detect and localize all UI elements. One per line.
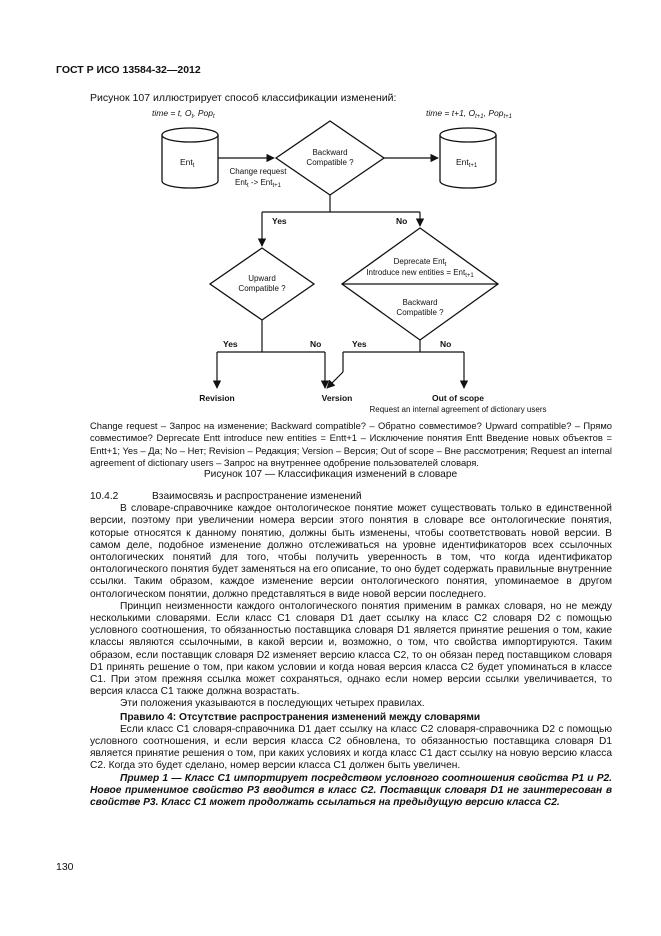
paragraph-2: Принцип неизменности каждого онтологичес… xyxy=(90,600,612,698)
svg-text:Deprecate Entt: Deprecate Entt xyxy=(394,257,447,268)
section-heading: 10.4.2 Взаимосвязь и распространение изм… xyxy=(90,491,612,503)
yes-label-backward: Yes xyxy=(352,339,367,349)
document-header: ГОСТ Р ИСО 13584-32—2012 xyxy=(56,64,201,76)
decision-upward-compatible: Upward Compatible ? xyxy=(208,247,316,321)
decision-backward-compatible: Backward Compatible ? xyxy=(274,120,386,196)
svg-text:Compatible ?: Compatible ? xyxy=(238,284,286,293)
no-label-upward: No xyxy=(310,339,321,349)
svg-text:Introduce new entities = Entt+: Introduce new entities = Entt+1 xyxy=(366,268,474,279)
page-number: 130 xyxy=(56,861,74,873)
svg-text:Upward: Upward xyxy=(248,274,276,283)
outcome-request-agreement: Request an internal agreement of diction… xyxy=(370,405,547,414)
figure-intro: Рисунок 107 иллюстрирует способ классифи… xyxy=(90,92,397,104)
change-request-label: Change request xyxy=(230,167,288,176)
yes-label-top: Yes xyxy=(272,216,287,226)
deprecate-and-decision: Deprecate Entt Introduce new entities = … xyxy=(340,227,500,341)
outcome-version: Version xyxy=(322,393,353,403)
figure-caption: Рисунок 107 — Классификация изменений в … xyxy=(203,469,458,480)
no-label-top: No xyxy=(396,216,407,226)
yes-label-upward: Yes xyxy=(223,339,238,349)
no-label-backward: No xyxy=(440,339,451,349)
section-number: 10.4.2 xyxy=(90,491,119,502)
change-request-transition: Entt -> Entt+1 xyxy=(235,178,282,189)
svg-text:Compatible ?: Compatible ? xyxy=(396,308,444,317)
body-text: 10.4.2 Взаимосвязь и распространение изм… xyxy=(90,491,612,809)
svg-text:Backward: Backward xyxy=(402,298,437,307)
time-label-right: time = t+1, Ot+1, Popt+1 xyxy=(426,108,512,120)
svg-text:Compatible ?: Compatible ? xyxy=(306,158,354,167)
paragraph-3: Эти положения указываются в последующих … xyxy=(120,698,425,710)
change-classification-diagram: time = t, Ot, Popt time = t+1, Ot+1, Pop… xyxy=(152,108,547,414)
outcome-revision: Revision xyxy=(199,393,234,403)
section-title: Взаимосвязь и распространение изменений xyxy=(152,491,362,502)
figure-legend: Change request – Запрос на изменение; Ba… xyxy=(90,420,612,469)
rule-4-title: Правило 4: Отсутствие распространения из… xyxy=(120,711,481,723)
outcome-out-of-scope: Out of scope xyxy=(432,393,484,403)
entity-store-left: Entt xyxy=(161,127,219,189)
svg-text:Entt: Entt xyxy=(180,157,195,169)
time-label-left: time = t, Ot, Popt xyxy=(152,108,215,120)
example-1: Пример 1 — Класс C1 импортирует посредст… xyxy=(90,772,612,809)
svg-text:Entt+1: Entt+1 xyxy=(456,157,478,169)
entity-store-right: Entt+1 xyxy=(439,127,497,189)
rule-4-text: Если класс C1 словаря-справочника D1 дае… xyxy=(90,723,612,772)
paragraph-1: В словаре-справочнике каждое онтологичес… xyxy=(90,503,612,600)
svg-text:Backward: Backward xyxy=(312,148,347,157)
